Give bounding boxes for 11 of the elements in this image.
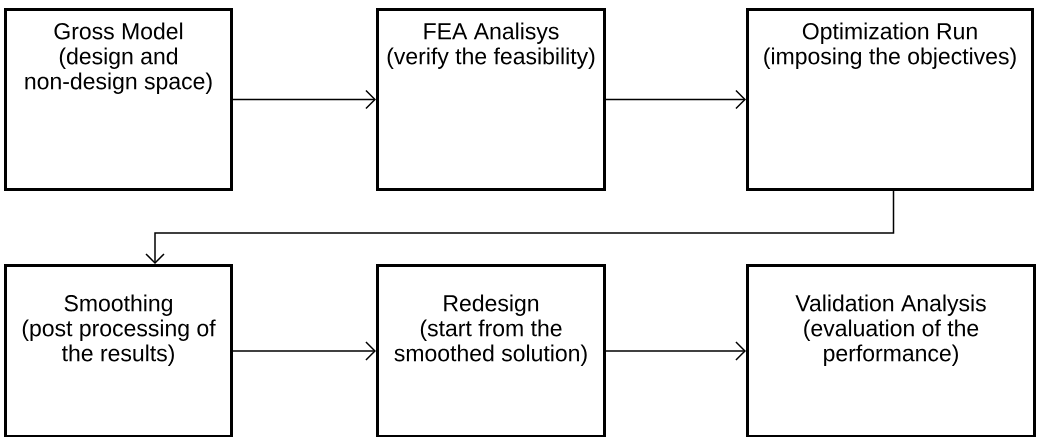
arrow <box>232 341 376 361</box>
process-box: Gross Model (design and non-design space) <box>4 8 233 191</box>
arrow <box>145 190 895 264</box>
process-box: Validation Analysis (evaluation of the performance) <box>746 264 1036 437</box>
process-box: Optimization Run (imposing the objectives) <box>746 8 1034 191</box>
process-box: Redesign (start from the smoothed solution) <box>376 264 606 437</box>
arrow <box>605 89 746 110</box>
arrow <box>232 89 376 110</box>
process-box: FEA Analisys (verify the feasibility) <box>376 8 606 191</box>
process-box: Smoothing (post processing of the results) <box>4 264 233 437</box>
arrow <box>605 341 746 361</box>
